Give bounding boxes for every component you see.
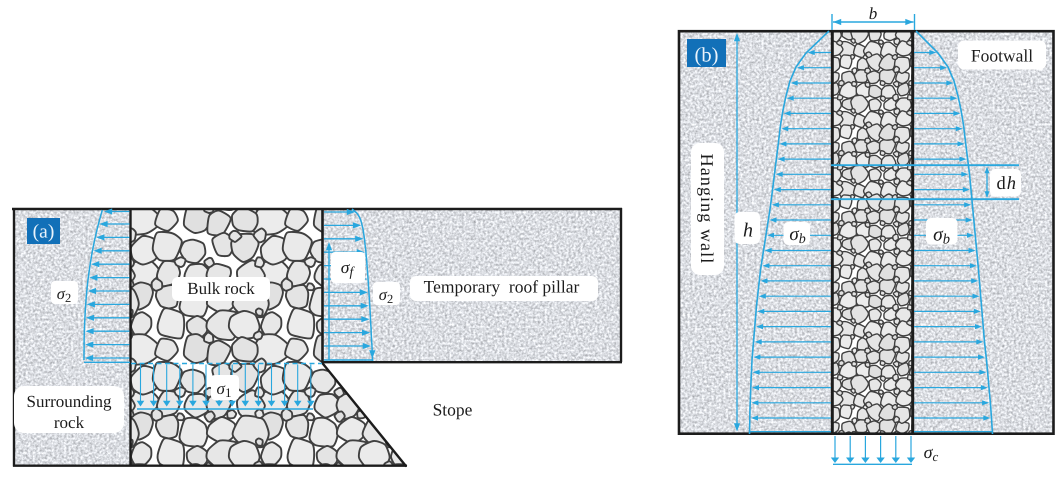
svg-text:Bulk rock: Bulk rock [187,279,255,298]
svg-text:b: b [869,4,878,23]
svg-text:σc: σc [924,442,939,464]
svg-text:σ2: σ2 [57,284,71,305]
svg-text:σf: σf [341,257,356,279]
svg-text:(b): (b) [695,45,719,67]
svg-text:Temporary roof pillar: Temporary roof pillar [424,277,580,297]
svg-text:dh: dh [996,174,1017,194]
svg-text:Footwall: Footwall [971,46,1033,66]
svg-text:Surrounding: Surrounding [27,392,113,411]
svg-text:Stope: Stope [433,400,473,420]
svg-text:(a): (a) [33,222,55,243]
svg-text:h: h [743,220,753,242]
svg-text:σb: σb [789,224,805,247]
svg-text:σ1: σ1 [217,379,232,400]
svg-text:Hanging wall: Hanging wall [697,154,717,265]
svg-text:σb: σb [933,225,950,248]
svg-text:σ2: σ2 [379,285,393,306]
svg-text:rock: rock [54,413,85,432]
